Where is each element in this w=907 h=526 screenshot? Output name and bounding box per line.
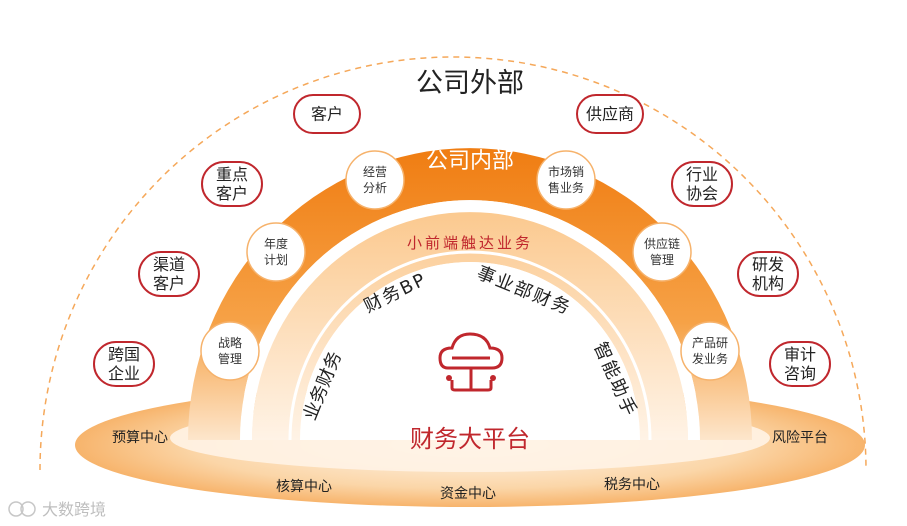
internal-circle-6-disc: [680, 321, 740, 381]
internal-circle-2-disc: [536, 150, 596, 210]
base-item-tax: 税务中心: [604, 477, 660, 493]
external-pill-3-line: 重点: [216, 165, 248, 184]
base-item-budget: 预算中心: [112, 430, 168, 446]
external-pill-4-line: 行业: [686, 165, 718, 184]
internal-circle-5-line: 战略: [218, 335, 242, 350]
front-business-band: [252, 212, 688, 440]
external-pill-8-border: [769, 341, 831, 387]
external-pill-2: 供应商: [576, 94, 644, 134]
core-platform-dome: [300, 262, 640, 440]
external-pill-4-line: 协会: [686, 184, 718, 203]
internal-circle-4-line: 供应链: [644, 236, 680, 251]
internal-circle-5-line: 管理: [218, 351, 242, 366]
external-pill-5-line: 渠道: [153, 255, 185, 274]
external-pill-7-line: 跨国: [108, 345, 140, 364]
internal-circle-2-line: 市场销: [548, 164, 584, 179]
external-pill-3-line: 客户: [216, 184, 248, 203]
internal-circle-6-line: 发业务: [692, 351, 728, 366]
external-pill-8-line: 审计: [784, 345, 816, 364]
external-pill-5-line: 客户: [153, 274, 185, 293]
internal-circle-1-disc: [345, 150, 405, 210]
external-pill-8-line: 咨询: [784, 364, 816, 383]
inner-company-band: [188, 148, 752, 440]
base-item-risk: 风险平台: [772, 430, 828, 446]
internal-circle-3-line: 年度: [264, 236, 288, 251]
internal-circle-5-disc: [200, 321, 260, 381]
external-pill-6-border: [737, 251, 799, 297]
core-title: 财务大平台: [410, 425, 530, 453]
external-pill-5-border: [138, 251, 200, 297]
external-pill-2-border: [576, 94, 644, 134]
external-pill-3-border: [201, 161, 263, 207]
inner-title: 公司内部: [426, 149, 514, 174]
outer-boundary-arc: [39, 56, 867, 471]
external-pill-7-border: [93, 341, 155, 387]
internal-circle-2-line: 售业务: [548, 180, 584, 195]
watermark-logo: 大数跨境: [8, 500, 106, 519]
internal-circle-3-disc: [246, 222, 306, 282]
internal-circle-6-line: 产品研: [692, 336, 728, 350]
front-title: 小前端触达业务: [407, 234, 533, 252]
cloud-network-icon: [438, 332, 504, 392]
external-pill-4-border: [671, 161, 733, 207]
base-item-accounting: 核算中心: [276, 479, 332, 495]
external-pill-7-line: 企业: [108, 364, 140, 383]
external-pill-1-line: 客户: [311, 105, 343, 124]
external-pill-2-line: 供应商: [586, 105, 634, 124]
internal-circle-1-line: 分析: [363, 181, 387, 195]
watermark-text: 大数跨境: [42, 500, 106, 519]
external-pill-1: 客户: [293, 94, 361, 134]
internal-circle-4-disc: [632, 222, 692, 282]
internal-circle-4-line: 管理: [650, 252, 674, 267]
external-pill-1-border: [293, 94, 361, 134]
base-item-treasury: 资金中心: [440, 486, 496, 502]
internal-circle-1-line: 经营: [363, 165, 387, 179]
internal-circle-3-line: 计划: [264, 253, 288, 267]
external-pill-6-line: 研发: [752, 255, 784, 274]
outer-title: 公司外部: [416, 68, 524, 99]
external-pill-6-line: 机构: [752, 274, 784, 293]
